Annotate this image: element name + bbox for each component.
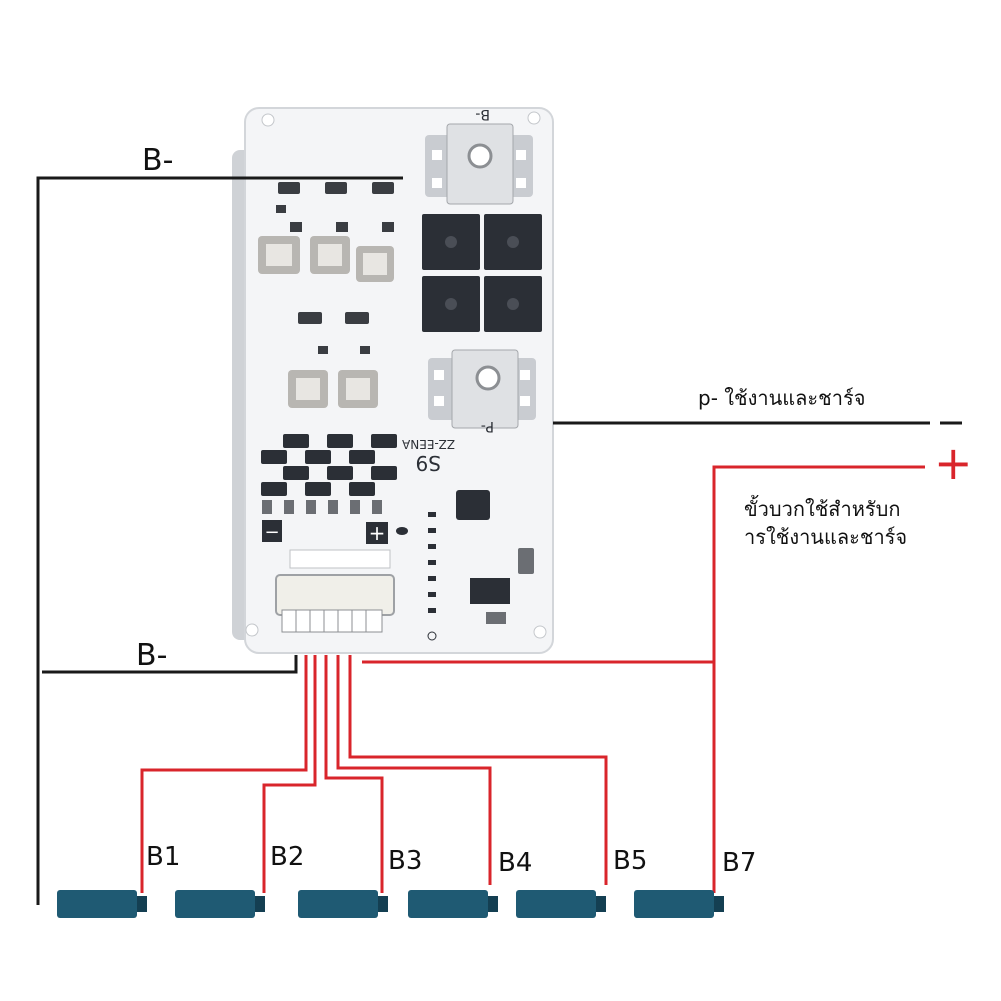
negative-wires bbox=[36, 176, 962, 905]
b-minus-label-top: B- bbox=[142, 143, 174, 178]
inductor-main bbox=[456, 490, 490, 520]
b-minus-terminal: B- bbox=[425, 106, 533, 205]
plus-symbol: + bbox=[934, 436, 973, 490]
positive-terminal-label-1: ขั้วบวกใช้สำหรับก bbox=[744, 497, 901, 521]
small-parts-right bbox=[486, 548, 534, 624]
mosfet-array bbox=[422, 214, 542, 332]
cell-body bbox=[175, 890, 255, 918]
cell-body bbox=[634, 890, 714, 918]
b-minus-wire-bottom bbox=[42, 655, 298, 674]
balance-wire-b3 bbox=[324, 655, 384, 893]
battery-cells bbox=[57, 890, 724, 918]
inductors-upper bbox=[258, 236, 394, 282]
positive-wires bbox=[140, 465, 925, 893]
p-minus-terminal: P- bbox=[428, 349, 536, 434]
board-code: ZZ-EENA bbox=[401, 437, 455, 451]
battery-cell-b5 bbox=[516, 890, 606, 918]
battery-cell-b1 bbox=[57, 890, 147, 918]
controller-ic bbox=[470, 578, 510, 604]
plus-pad bbox=[366, 522, 388, 544]
balance-wire-b4 bbox=[336, 655, 492, 885]
cell-terminal bbox=[596, 896, 606, 912]
battery-cell-b2 bbox=[175, 890, 265, 918]
small-caps-row bbox=[262, 500, 382, 514]
p-minus-label: p- ใช้งานและชาร์จ bbox=[698, 386, 866, 410]
cell-terminal bbox=[714, 896, 724, 912]
balance-wire-b2 bbox=[262, 655, 317, 893]
b-minus-label-bottom: B- bbox=[136, 638, 168, 673]
cell-terminal bbox=[378, 896, 388, 912]
battery-cell-b7 bbox=[634, 890, 724, 918]
plus-pad-sign: + bbox=[369, 521, 386, 545]
test-points bbox=[427, 512, 437, 641]
cell-body bbox=[298, 890, 378, 918]
pin-header bbox=[275, 549, 395, 633]
cell-label-b5: B5 bbox=[613, 846, 648, 876]
transistor-bank bbox=[261, 434, 397, 496]
balance-wire-b5 bbox=[348, 655, 608, 885]
positive-output-wire bbox=[712, 465, 925, 662]
cell-terminal bbox=[137, 896, 147, 912]
cell-label-b2: B2 bbox=[270, 842, 305, 872]
b-minus-pad-label: B- bbox=[475, 106, 490, 122]
balance-ic-middle bbox=[298, 312, 370, 354]
cell-terminal bbox=[255, 896, 265, 912]
b-minus-wire-top bbox=[36, 176, 403, 905]
battery-cell-b3 bbox=[298, 890, 388, 918]
p-minus-pad-label: P- bbox=[481, 418, 494, 434]
minus-pad bbox=[262, 520, 282, 542]
cell-label-b1: B1 bbox=[146, 842, 181, 872]
bms-board: − + bbox=[232, 106, 554, 654]
cell-label-b7: B7 bbox=[722, 848, 757, 878]
cell-label-b4: B4 bbox=[498, 848, 533, 878]
cell-label-b3: B3 bbox=[388, 846, 423, 876]
cell-body bbox=[57, 890, 137, 918]
cell-body bbox=[516, 890, 596, 918]
balance-ic-row bbox=[276, 182, 394, 232]
cell-terminal bbox=[488, 896, 498, 912]
board-model: S9 bbox=[416, 451, 441, 475]
balance-wire-b1 bbox=[140, 655, 308, 893]
positive-terminal-label-2: ารใช้งานและชาร์จ bbox=[744, 525, 908, 549]
cell-body bbox=[408, 890, 488, 918]
inductors-lower bbox=[288, 370, 378, 408]
minus-pad-sign: − bbox=[264, 522, 279, 543]
battery-cell-b4 bbox=[408, 890, 498, 918]
